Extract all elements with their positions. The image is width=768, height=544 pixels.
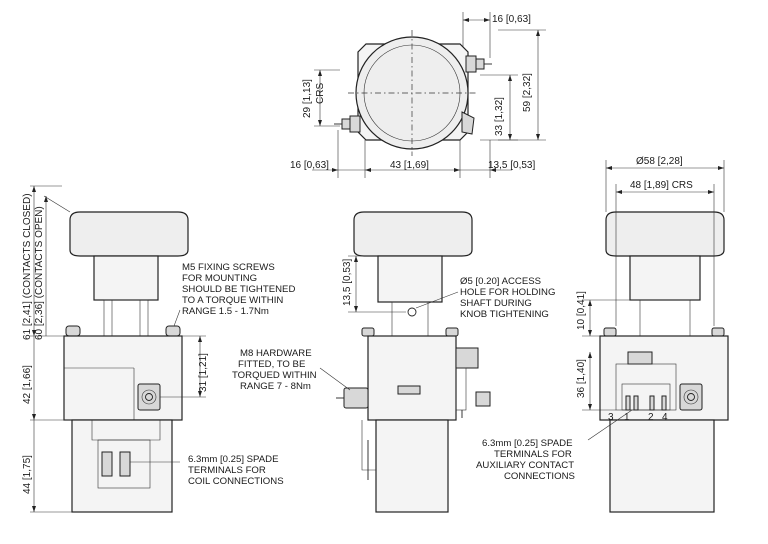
note-m8-hardware: M8 HARDWARE FITTED, TO BE TORQUED WITHIN… bbox=[232, 348, 319, 392]
left-dim-contacts-closed: 61 [2,41] (CONTACTS CLOSED) bbox=[22, 193, 33, 340]
note-access-hole: Ø5 [0.20] ACCESS HOLE FOR HOLDING SHAFT … bbox=[460, 276, 558, 320]
terminal-number-4: 4 bbox=[662, 412, 668, 423]
top-dim-right-inner: 33 [1,32] bbox=[494, 97, 505, 136]
right-view: 3 1 2 4 Ø58 [2,28] 48 [1,89] CRS 10 [0,4… bbox=[476, 156, 729, 513]
middle-dim-shaft: 13,5 [0,53] bbox=[342, 259, 353, 306]
left-dim-stud: 31 [1,21] bbox=[198, 353, 209, 392]
middle-view: 13,5 [0,53] Ø5 [0.20] ACCESS HOLE FOR HO… bbox=[232, 211, 558, 513]
left-view: 61 [2,41] (CONTACTS CLOSED) 60 [2,36] (C… bbox=[22, 185, 298, 513]
right-dim-diameter: Ø58 [2,28] bbox=[636, 156, 683, 167]
terminal-number-3: 3 bbox=[608, 412, 614, 423]
top-dim-bottom-right: 13,5 [0,53] bbox=[488, 160, 535, 171]
top-dim-left-crs: CRS bbox=[315, 83, 326, 104]
top-dim-left-vertical: 29 [1,13] bbox=[302, 79, 313, 118]
right-dim-crs: 48 [1,89] CRS bbox=[630, 180, 693, 191]
note-spade-aux: 6.3mm [0.25] SPADE TERMINALS FOR AUXILIA… bbox=[476, 438, 577, 482]
top-dim-top: 16 [0,63] bbox=[492, 14, 531, 25]
top-dim-right-outer: 59 [2,32] bbox=[522, 73, 533, 112]
terminal-number-2: 2 bbox=[648, 412, 654, 423]
top-view: 16 [0,63] 29 [1,13] CRS 33 [1,32] 59 [2,… bbox=[290, 12, 546, 178]
top-dim-bottom-left: 16 [0,63] bbox=[290, 160, 329, 171]
left-dim-lower: 44 [1,75] bbox=[22, 455, 33, 494]
terminal-number-1: 1 bbox=[624, 412, 630, 423]
note-screws: M5 FIXING SCREWS FOR MOUNTING SHOULD BE … bbox=[182, 262, 298, 317]
left-dim-contacts-open: 60 [2,36] (CONTACTS OPEN) bbox=[34, 206, 45, 340]
note-spade-coil: 6.3mm [0.25] SPADE TERMINALS FOR COIL CO… bbox=[188, 454, 284, 487]
right-dim-gap: 10 [0,41] bbox=[576, 291, 587, 330]
right-dim-aux: 36 [1,40] bbox=[576, 359, 587, 398]
left-dim-body: 42 [1,66] bbox=[22, 365, 33, 404]
top-dim-bottom-mid: 43 [1,69] bbox=[390, 160, 429, 171]
